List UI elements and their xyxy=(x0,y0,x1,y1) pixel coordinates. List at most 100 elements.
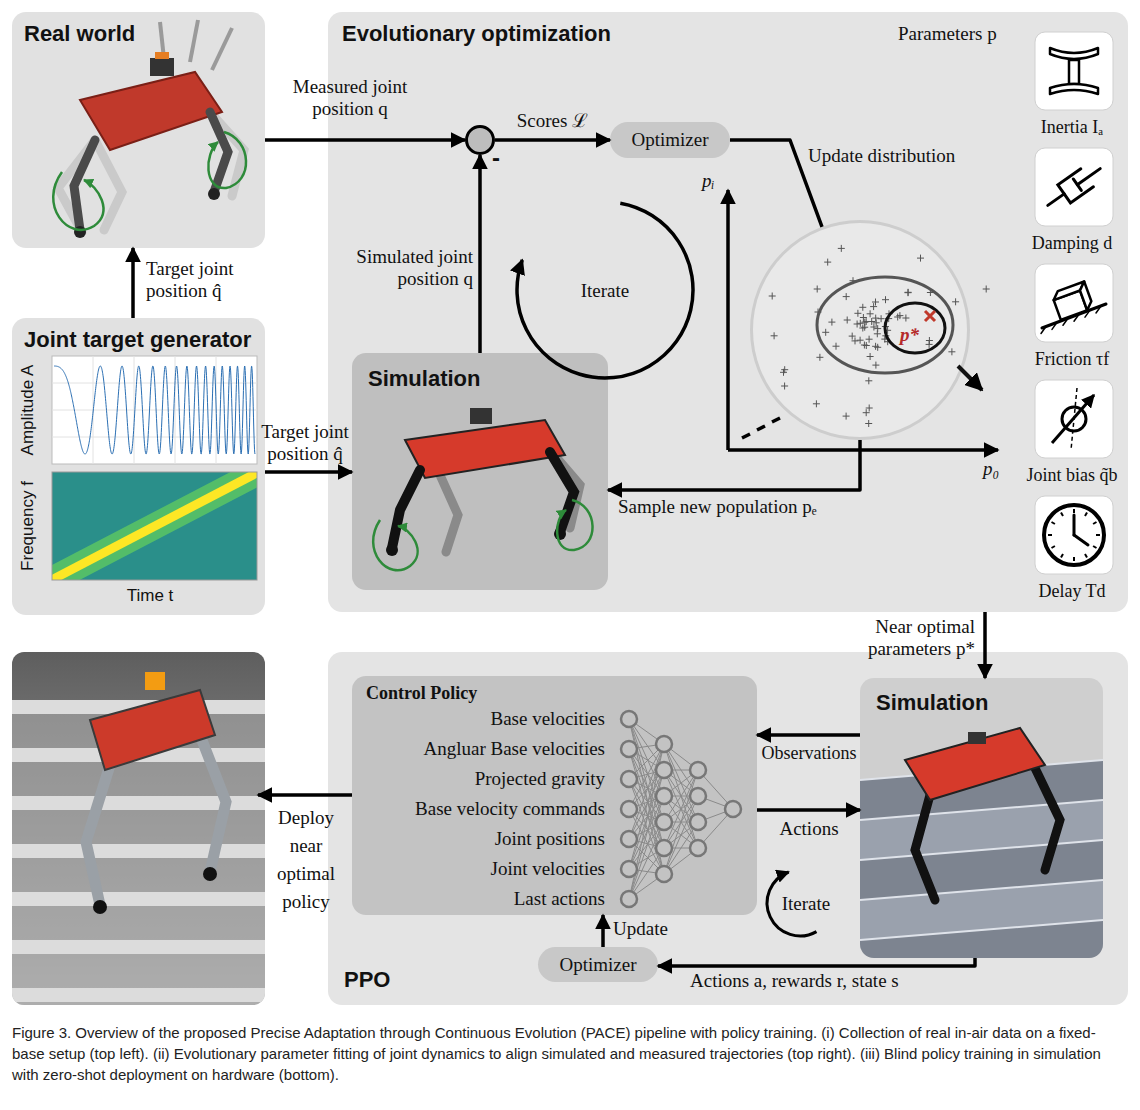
parameter-symbol xyxy=(1062,407,1086,431)
neural-network xyxy=(664,796,698,874)
neural-network xyxy=(629,770,664,779)
parameter-symbol xyxy=(1035,32,1113,110)
parameter-axes xyxy=(742,434,750,438)
robot-sim xyxy=(968,732,986,744)
robot-photo xyxy=(210,112,228,192)
neural-network xyxy=(664,796,698,822)
neural-network xyxy=(629,749,664,874)
parameter-icon: Delay Td xyxy=(1016,496,1128,608)
node-title: - xyxy=(492,147,500,169)
parameter-symbol xyxy=(1071,388,1077,450)
parameter-symbol xyxy=(1063,318,1068,325)
neural-network xyxy=(629,744,664,809)
robot-photo xyxy=(145,672,165,690)
robot-photo xyxy=(93,900,107,914)
robot-sim xyxy=(860,760,1103,820)
robot-sim xyxy=(860,728,1103,958)
node-title: Simulation xyxy=(368,366,592,392)
robot-sim xyxy=(860,800,1103,860)
parameter-axes xyxy=(728,190,998,450)
neural-network xyxy=(664,744,698,796)
edge-label: Actions xyxy=(760,818,858,840)
node-title: Damping d xyxy=(1016,232,1128,254)
neural-network xyxy=(621,771,637,787)
connector xyxy=(983,612,987,678)
neural-network xyxy=(664,822,698,848)
neural-network xyxy=(656,736,672,752)
neural-network xyxy=(656,788,672,804)
neural-network xyxy=(621,711,637,727)
distribution xyxy=(769,245,990,427)
robot-photo xyxy=(12,954,265,988)
neural-network xyxy=(698,809,733,848)
parameter-axes xyxy=(726,190,730,450)
robot-photo xyxy=(12,844,265,858)
neural-network xyxy=(629,809,664,874)
neural-network xyxy=(629,770,664,899)
node-title: Joint bias q̃b xyxy=(1016,464,1128,486)
neural-network xyxy=(690,814,706,830)
robot-photo xyxy=(150,58,174,76)
robot-sim xyxy=(915,795,935,900)
robot-photo xyxy=(53,20,246,238)
connector xyxy=(265,470,352,474)
robot-sim xyxy=(860,920,1103,940)
edge-label: Actions a, rewards r, state s xyxy=(690,970,960,992)
robot-sim xyxy=(860,880,1103,900)
robot-photo xyxy=(12,988,265,1002)
neural-network xyxy=(664,796,698,848)
stage-panel: Evolutionary optimization-Optimizerp*Sim… xyxy=(328,12,1128,612)
simulation-panel: Simulation xyxy=(352,353,608,590)
edge-label: Scores ℒ xyxy=(500,110,605,132)
edge-label: Target joint position q̂ xyxy=(255,421,355,465)
edge-label: Near optimal parameters p* xyxy=(840,616,975,660)
parameter-symbol xyxy=(1050,48,1098,59)
optimizer-box: Optimizer xyxy=(610,122,730,158)
neural-network xyxy=(690,762,706,778)
spectrogram xyxy=(52,472,257,580)
neural-network xyxy=(629,839,664,848)
robot-sim xyxy=(405,420,565,478)
robot-photo xyxy=(210,112,244,196)
parameter-symbol xyxy=(1051,282,1086,301)
edge-label: Sample new population pₑ xyxy=(618,496,854,518)
parameter-symbol xyxy=(1074,535,1088,545)
input-name: Projected gravity xyxy=(366,764,605,794)
distribution xyxy=(817,277,953,373)
neural-network xyxy=(698,796,733,809)
robot-photo xyxy=(74,226,86,238)
robot-photo xyxy=(203,867,217,881)
robot-photo xyxy=(74,140,95,230)
neural-network xyxy=(629,744,664,839)
distribution xyxy=(769,245,990,427)
neural-network xyxy=(664,770,698,796)
connector xyxy=(757,808,860,812)
robot-sim xyxy=(550,450,580,528)
simulation-panel: Simulation xyxy=(860,678,1103,958)
neural-network xyxy=(629,770,664,869)
robot-photo xyxy=(212,28,232,70)
robot-photo xyxy=(53,172,103,230)
distribution xyxy=(925,311,935,321)
parameter-symbol xyxy=(1050,84,1098,94)
neural-network xyxy=(629,744,664,899)
robot-photo xyxy=(12,892,265,906)
robot-photo xyxy=(12,762,265,796)
figure-caption: Figure 3. Overview of the proposed Preci… xyxy=(12,1022,1128,1085)
robot-sim xyxy=(373,408,592,570)
neural-network xyxy=(629,749,664,796)
parameter-symbol xyxy=(1077,169,1100,185)
annotation-label: p₀ xyxy=(983,458,1013,480)
neural-network xyxy=(629,848,664,869)
neural-network xyxy=(629,874,664,899)
robot-photo xyxy=(58,140,95,232)
neural-network xyxy=(621,801,637,817)
neural-network xyxy=(629,822,664,839)
spectrogram xyxy=(52,472,257,580)
parameter-symbol xyxy=(1054,290,1087,319)
robot-photo xyxy=(12,810,265,844)
node-outline xyxy=(750,220,970,440)
neural-network xyxy=(664,744,698,822)
generator-panel: Joint target generator xyxy=(12,318,265,615)
robot-photo xyxy=(12,714,265,748)
